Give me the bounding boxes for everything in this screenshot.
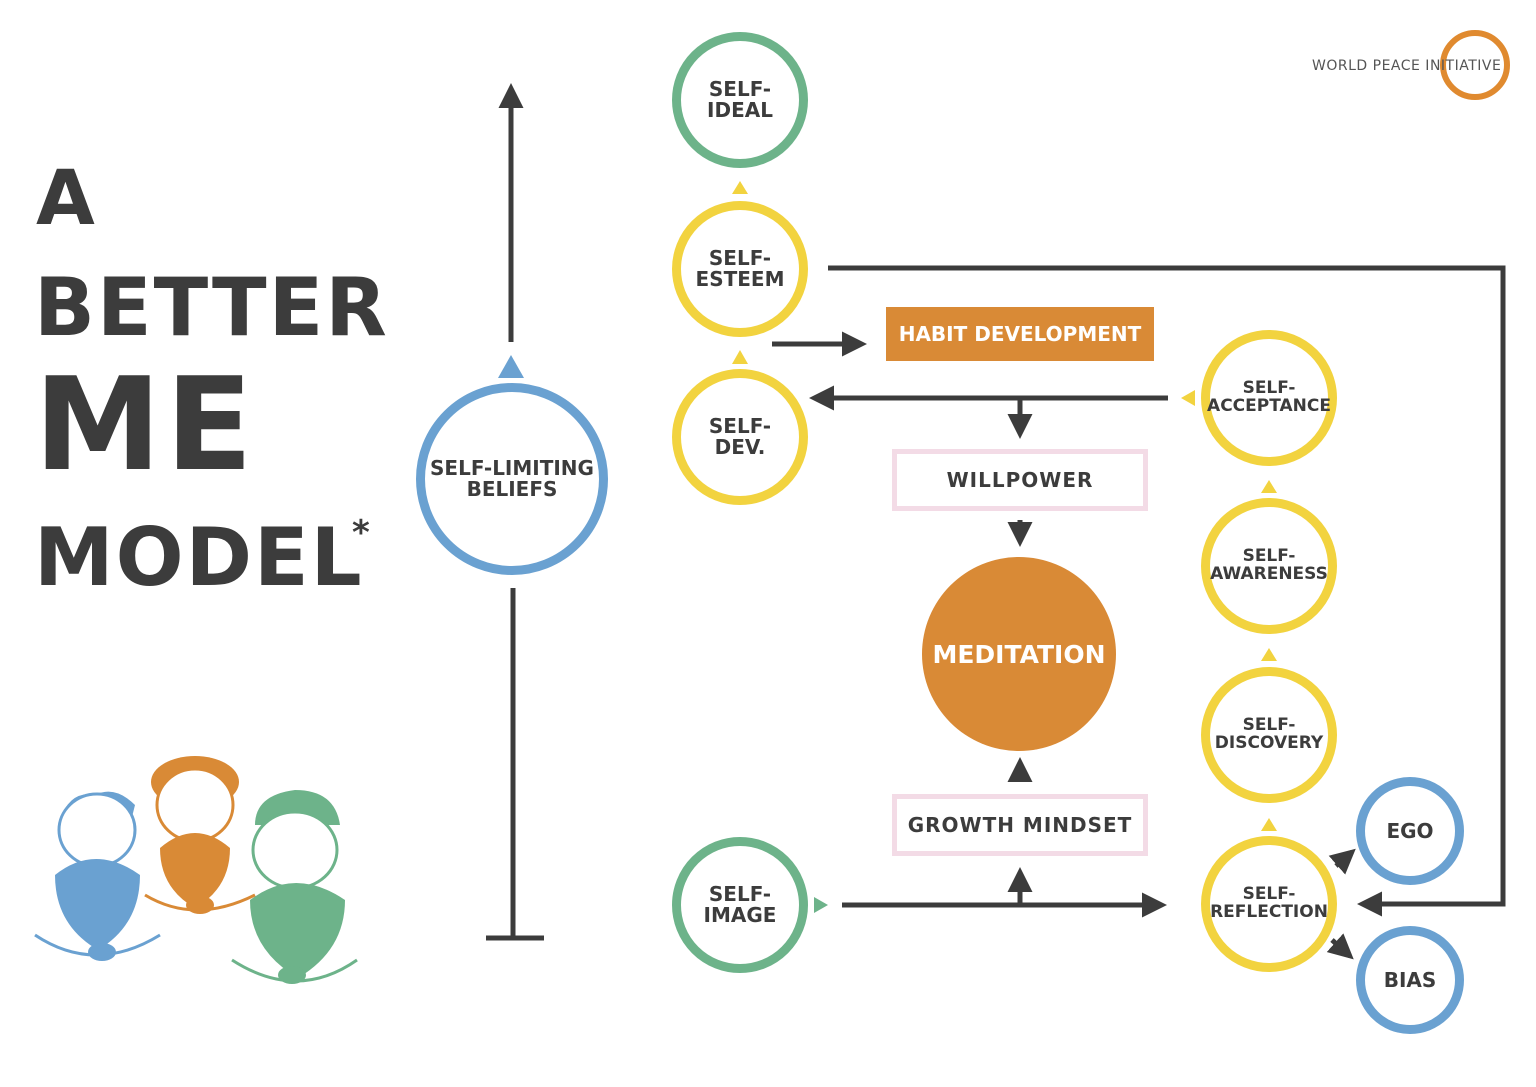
title-line-model: MODEL <box>34 511 364 604</box>
habit-development-box: HABIT DEVELOPMENT <box>886 307 1154 361</box>
bias-label: BIAS <box>1383 967 1437 992</box>
title-line-better: BETTER <box>34 261 389 354</box>
self-acceptance-label: SELF- ACCEPTANCE <box>1207 378 1331 416</box>
triangle-image <box>814 897 828 913</box>
self-image-node: SELF- IMAGE <box>672 837 808 973</box>
self-dev-node: SELF- DEV. <box>672 369 808 505</box>
arrow-to-bias <box>1326 933 1354 960</box>
self-awareness-node: SELF- AWARENESS <box>1201 498 1337 634</box>
self-limiting-beliefs-label: SELF-LIMITING BELIEFS <box>430 456 594 501</box>
self-esteem-label: SELF- ESTEEM <box>695 246 785 291</box>
logo-ring-icon <box>1440 30 1510 100</box>
self-dev-label: SELF- DEV. <box>708 414 772 459</box>
growth-mindset-box: GROWTH MINDSET <box>892 794 1148 856</box>
self-acceptance-node: SELF- ACCEPTANCE <box>1201 330 1337 466</box>
ego-node: EGO <box>1356 777 1464 885</box>
title-asterisk: * <box>352 513 372 553</box>
green-figure <box>231 790 358 984</box>
meditation-node: MEDITATION <box>922 557 1116 751</box>
triangle-reflection-to-discovery <box>1261 818 1277 831</box>
triangle-awareness-to-acceptance <box>1261 480 1277 493</box>
blue-figure <box>34 791 161 961</box>
triangle-blue <box>498 355 524 378</box>
self-ideal-node: SELF- IDEAL <box>672 32 808 168</box>
self-reflection-label: SELF- REFLECTION <box>1210 884 1328 922</box>
triangle-dev-to-esteem <box>732 350 748 364</box>
self-discovery-label: SELF- DISCOVERY <box>1214 715 1324 753</box>
willpower-box: WILLPOWER <box>892 449 1148 511</box>
self-reflection-node: SELF- REFLECTION <box>1201 836 1337 972</box>
orange-figure <box>144 756 256 914</box>
self-image-label: SELF- IMAGE <box>703 882 777 927</box>
world-peace-initiative-logo: WORLD PEACE INITIATIVE <box>1300 28 1512 108</box>
self-limiting-beliefs-node: SELF-LIMITING BELIEFS <box>416 383 608 575</box>
arrow-to-ego <box>1328 848 1356 875</box>
triangle-acceptance <box>1181 390 1195 406</box>
esteem-to-reflection-loop <box>828 265 1506 917</box>
self-discovery-node: SELF- DISCOVERY <box>1201 667 1337 803</box>
title-line-me: ME <box>34 351 257 500</box>
self-esteem-node: SELF- ESTEEM <box>672 201 808 337</box>
ego-label: EGO <box>1386 818 1434 843</box>
title-line-a: A <box>36 153 97 242</box>
self-ideal-label: SELF- IDEAL <box>707 77 773 122</box>
triangle-discovery-to-awareness <box>1261 648 1277 661</box>
triangle-esteem-to-ideal <box>732 181 748 194</box>
bias-node: BIAS <box>1356 926 1464 1034</box>
self-awareness-label: SELF- AWARENESS <box>1210 546 1328 584</box>
logo-text: WORLD PEACE INITIATIVE <box>1312 58 1502 74</box>
